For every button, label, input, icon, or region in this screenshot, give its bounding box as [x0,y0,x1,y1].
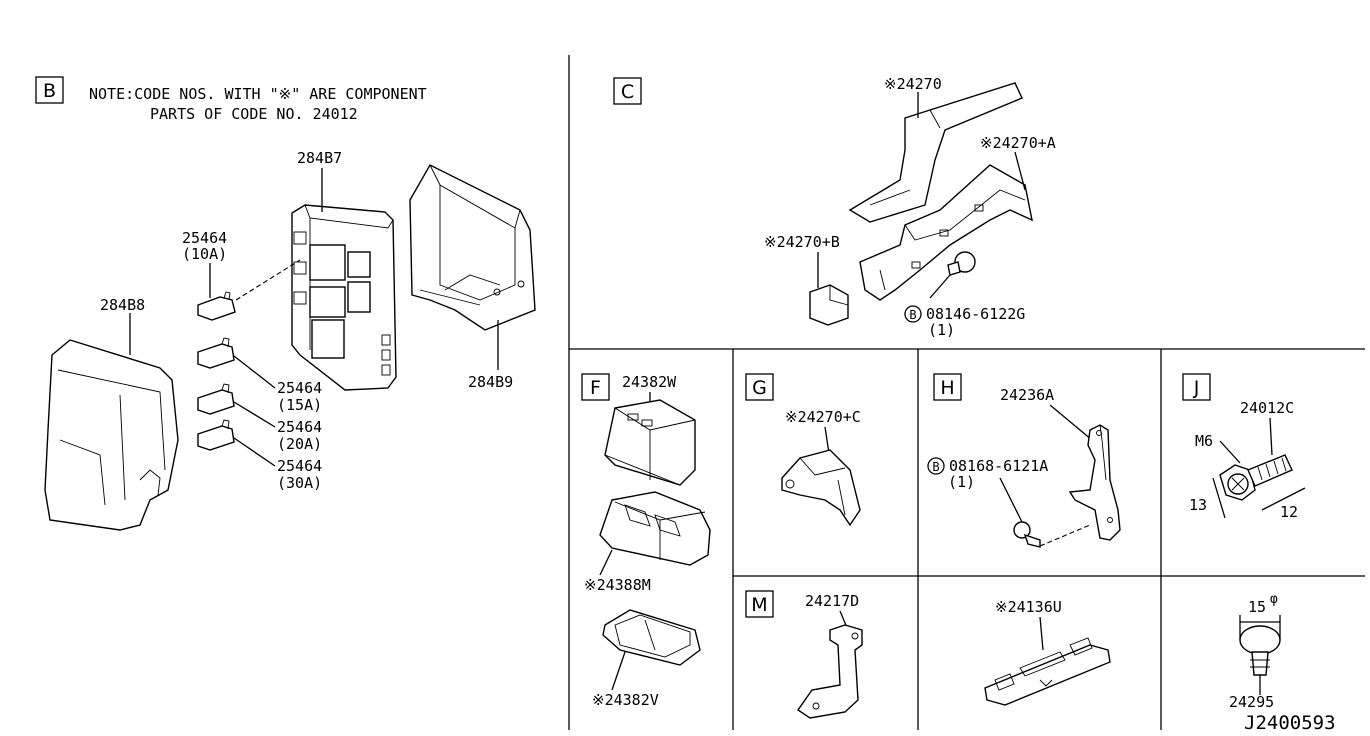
label-24217d: 24217D [805,592,859,610]
label-08168-6121a: 08168-6121A [949,457,1048,475]
label-25464-20a: 25464 [277,418,322,436]
bracket-24236a-drawing [1068,424,1121,541]
label-25464-10a: 25464 [182,229,227,247]
svg-text:J: J [1193,377,1200,399]
relay-base-24382v-drawing [602,609,701,666]
bolt-24012c-drawing [1219,454,1293,501]
label-30a: (30A) [277,474,322,492]
fuse-tray-drawing [409,164,536,331]
fuse-10a-drawing [197,291,236,321]
label-20a: (20A) [277,435,322,453]
section-dividers [568,55,1365,730]
phi-symbol: φ [1270,592,1278,607]
svg-text:F: F [590,377,601,399]
relay-cover-24382w-drawing [604,399,696,486]
svg-text:C: C [621,81,634,103]
label-08146-qty: (1) [928,321,955,339]
clamp-24136u-drawing [984,637,1111,706]
relay-box-24388m-drawing [599,491,711,566]
fuse-block-drawing [291,204,397,391]
label-08146-6122g: 08146-6122G [926,305,1025,323]
label-m6: M6 [1195,432,1213,450]
label-24270a: ※24270+A [980,134,1056,152]
label-24382w: 24382W [622,373,677,391]
bolt-08146-drawing [947,251,976,276]
svg-text:M: M [751,594,767,616]
label-24270: ※24270 [884,75,942,93]
clip-24270c-drawing [781,449,861,527]
section-label-f: F [581,373,610,401]
label-10a: (10A) [182,245,227,263]
label-24382v: ※24382V [592,691,659,709]
label-15: 15 [1248,598,1266,616]
fuse-cover-drawing [44,339,179,531]
svg-text:H: H [940,377,954,399]
section-label-h: H [933,373,962,401]
label-15a: (15A) [277,396,322,414]
section-label-c: C [613,77,642,105]
clip-24295-drawing [1239,625,1281,676]
fuse-30a-drawing [197,419,235,451]
clip-24270b-drawing [809,284,849,326]
label-25464-30a: 25464 [277,457,322,475]
bolt-08168-drawing [1013,521,1041,548]
label-24136u: ※24136U [995,598,1062,616]
label-24388m: ※24388M [584,576,651,594]
bolt-symbol-h: B [927,457,945,475]
label-24270c: ※24270+C [785,408,861,426]
note-line-1: NOTE:CODE NOS. WITH "※" ARE COMPONENT [89,85,427,103]
fuse-15a-drawing [197,337,235,369]
label-25464-15a: 25464 [277,379,322,397]
note-line-2: PARTS OF CODE NO. 24012 [150,105,358,123]
section-label-b: B [35,76,64,104]
harness-protector-24270-drawing [848,82,1023,223]
label-24295: 24295 [1229,693,1274,711]
svg-text:B: B [932,460,939,474]
label-08168-qty: (1) [948,473,975,491]
section-label-j: J [1182,373,1211,401]
svg-text:B: B [43,80,56,102]
section-label-m: M [745,590,774,618]
bolt-symbol-c: B [904,305,922,323]
label-284b9: 284B9 [468,373,513,391]
fuse-20a-drawing [197,383,235,415]
label-284b8: 284B8 [100,296,145,314]
label-12: 12 [1280,503,1298,521]
label-24012c: 24012C [1240,399,1294,417]
label-284b7: 284B7 [297,149,342,167]
label-24270b: ※24270+B [764,233,840,251]
svg-text:B: B [909,308,916,322]
svg-text:G: G [752,377,767,399]
label-24236a: 24236A [1000,386,1054,404]
harness-protector-24270a-drawing [859,164,1033,301]
bracket-24217d-drawing [797,624,863,719]
label-13: 13 [1189,496,1207,514]
section-label-g: G [745,373,774,401]
diagram-code: J2400593 [1244,712,1336,734]
